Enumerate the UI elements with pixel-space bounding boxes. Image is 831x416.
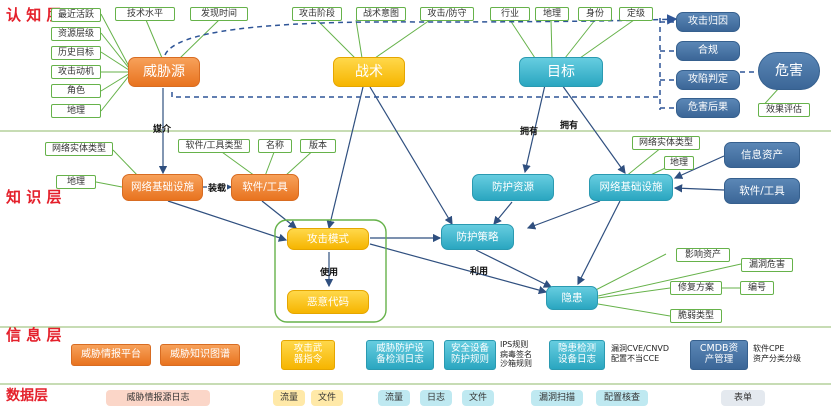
node-target: 目标 — [519, 57, 603, 87]
layer-title-information: 信 息 层 — [6, 326, 62, 344]
edge-label-own-1: 拥有 — [520, 127, 539, 137]
info-ti-platform: 威胁情报平台 — [71, 344, 151, 366]
data-traffic-teal: 流量 — [378, 390, 410, 406]
attr-discovery-time: 发现时间 — [190, 7, 248, 21]
data-ti-source-log: 威胁情报源日志 — [106, 390, 210, 406]
attr-sw-tool-type: 软件/工具类型 — [178, 139, 250, 153]
node-threat-source: 威胁源 — [128, 57, 200, 87]
info-cmdb-note: 软件CPE 资产分类分级 — [753, 344, 801, 363]
attr-geo: 地理 — [51, 104, 101, 118]
attr-attack-motive: 攻击动机 — [51, 65, 101, 79]
harm-compromise: 攻陷判定 — [676, 70, 740, 90]
attack-group-frame — [274, 219, 387, 323]
node-defense-resource: 防护资源 — [472, 174, 554, 201]
node-tactics: 战术 — [333, 57, 405, 87]
edge-label-deploy: 装载 — [207, 181, 228, 194]
attr-resource-level: 资源层级 — [51, 27, 101, 41]
node-software-tools-left: 软件/工具 — [231, 174, 299, 201]
data-config-check: 配置核查 — [596, 390, 648, 406]
node-info-asset: 信息资产 — [724, 142, 800, 168]
layer-title-cognition: 认 知 层 — [6, 6, 62, 24]
node-software-tools-right: 软件/工具 — [724, 178, 800, 204]
attr-tactic-intent: 战术意图 — [356, 7, 406, 21]
info-knowledge-graph: 威胁知识图谱 — [160, 344, 240, 366]
node-harm: 危害 — [758, 52, 820, 90]
info-vuln-note: 漏洞CVE/CNVD 配置不当CCE — [611, 344, 670, 363]
harm-compliance: 合规 — [676, 41, 740, 61]
node-defense-policy: 防护策略 — [441, 224, 514, 250]
info-attack-cmd: 攻击武 器指令 — [281, 340, 335, 370]
layer-separators — [0, 130, 831, 385]
node-network-infra-right: 网络基础设施 — [589, 174, 673, 201]
data-file-yellow: 文件 — [311, 390, 343, 406]
attr-attack-stage: 攻击阶段 — [292, 7, 342, 21]
attr-effect-eval: 效果评估 — [758, 103, 810, 117]
attr-geo-left: 地理 — [56, 175, 96, 189]
info-threat-device-log: 威胁防护设 备检测日志 — [366, 340, 434, 370]
attr-history-target: 历史目标 — [51, 46, 101, 60]
data-vuln-scan: 漏洞扫描 — [531, 390, 583, 406]
attr-geo-right: 地理 — [664, 156, 694, 170]
relation-arrows — [158, 84, 725, 295]
edge-label-use: 使用 — [320, 268, 339, 278]
attr-industry: 行业 — [490, 7, 530, 21]
attribute-links — [95, 13, 780, 317]
attr-recent-activity: 最近活跃 — [51, 8, 101, 22]
attr-identity: 身份 — [578, 7, 612, 21]
node-malicious-code: 恶意代码 — [287, 290, 369, 314]
harm-consequence: 危害后果 — [676, 98, 740, 118]
attr-net-entity-type-right: 网络实体类型 — [632, 136, 700, 150]
attr-target-geo: 地理 — [535, 7, 569, 21]
node-network-infra-left: 网络基础设施 — [122, 174, 203, 201]
node-attack-mode: 攻击模式 — [287, 228, 369, 250]
attr-net-entity-type-left: 网络实体类型 — [45, 142, 113, 156]
info-ips-note: IPS规则 病毒签名 沙箱规则 — [500, 340, 532, 369]
data-file-teal: 文件 — [462, 390, 494, 406]
info-security-device: 安全设备 防护规则 — [444, 340, 496, 370]
edge-label-medium: 媒介 — [153, 125, 172, 135]
attr-attack-defense: 攻击/防守 — [420, 7, 474, 21]
data-form: 表单 — [721, 390, 765, 406]
node-vulnerability: 隐患 — [546, 286, 598, 310]
info-vuln-device-log: 隐患检测 设备日志 — [549, 340, 605, 370]
data-log-teal: 日志 — [420, 390, 452, 406]
attr-vuln-type: 脆弱类型 — [670, 309, 722, 323]
data-traffic-yellow: 流量 — [273, 390, 305, 406]
attr-rating: 定级 — [619, 7, 653, 21]
attr-number: 编号 — [740, 281, 774, 295]
attr-version: 版本 — [300, 139, 336, 153]
layer-title-knowledge: 知 识 层 — [6, 188, 62, 206]
layer-title-data: 数据层 — [6, 388, 48, 404]
attr-fix: 修复方案 — [670, 281, 722, 295]
edge-label-exploit: 利用 — [470, 267, 489, 277]
attr-tech-level: 技术水平 — [115, 7, 175, 21]
edge-label-own-2: 拥有 — [560, 121, 579, 131]
dashed-paths — [164, 14, 758, 110]
attr-role: 角色 — [51, 84, 101, 98]
attr-name: 名称 — [258, 139, 292, 153]
harm-attribution: 攻击归因 — [676, 12, 740, 32]
attr-impact-asset: 影响资产 — [676, 248, 730, 262]
attr-vuln-harm: 漏洞危害 — [741, 258, 793, 272]
info-cmdb: CMDB资 产管理 — [690, 340, 748, 370]
